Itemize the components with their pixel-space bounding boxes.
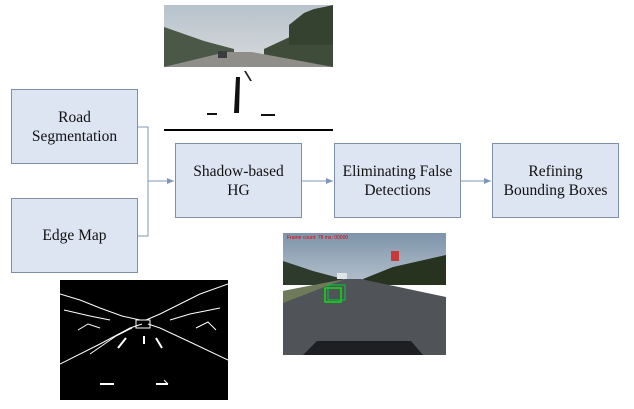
road-segmentation-image	[164, 5, 333, 131]
connector-edge-to-merge	[138, 181, 149, 237]
detection-result-image: Frame count: 78 ms: 00000	[283, 233, 446, 355]
node-eliminating-false-detections: Eliminating False Detections	[334, 143, 461, 218]
node-shadow-based-hg: Shadow-based HG	[175, 143, 302, 218]
edge-map-image	[60, 280, 228, 400]
node-road-segmentation: Road Segmentation	[11, 89, 138, 164]
connector-road-to-merge	[138, 126, 149, 181]
frame-stamp: Frame count: 78 ms: 00000	[287, 235, 349, 241]
node-edge-map: Edge Map	[11, 198, 138, 273]
node-refining-bounding-boxes: Refining Bounding Boxes	[492, 143, 619, 218]
